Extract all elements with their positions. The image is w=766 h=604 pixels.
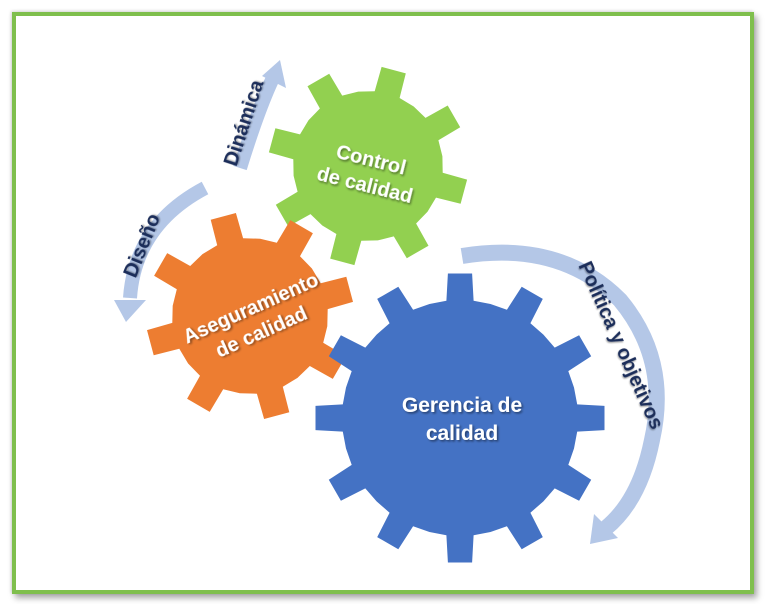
- gear-management: [315, 273, 605, 563]
- gear-assurance: [147, 213, 353, 419]
- gear-management-label-line1: Gerencia de: [402, 394, 522, 417]
- gear-control: [268, 66, 468, 266]
- arrow-design: [114, 181, 209, 322]
- arrow-policy: [460, 244, 665, 544]
- arrow-dynamics: [233, 60, 286, 171]
- gear-management-label-line2: calidad: [426, 422, 498, 445]
